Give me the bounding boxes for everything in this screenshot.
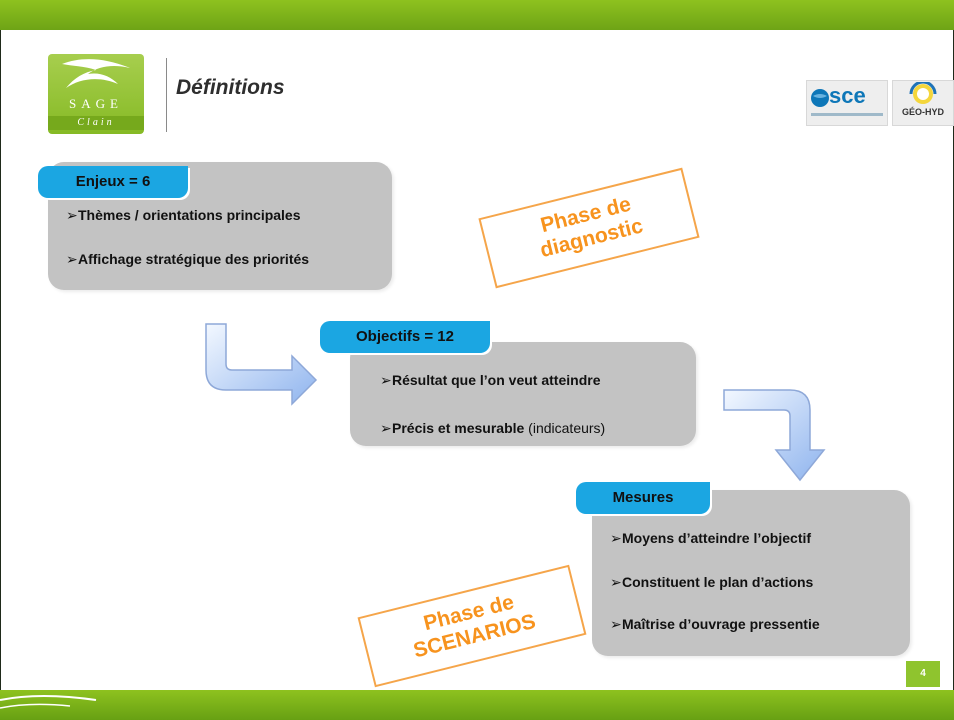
bent-arrow-icon [723, 389, 826, 482]
sce-logo-word: sce [829, 83, 866, 108]
objectifs-card [350, 342, 696, 446]
globe-icon [811, 89, 829, 107]
bottom-banner [0, 690, 954, 720]
phase-diagnostic-stamp: Phase de diagnostic [478, 167, 700, 289]
bullet-arrow-icon: ➢ [380, 420, 392, 436]
enjeux-bullet: ➢Thèmes / orientations principales [66, 207, 301, 223]
globe-icon [909, 82, 937, 104]
mesures-bullet: ➢Maîtrise d’ouvrage pressentie [610, 616, 820, 632]
bent-arrow-icon [205, 323, 318, 406]
objectifs-bullet: ➢Résultat que l’on veut atteindre [380, 372, 601, 388]
objectifs-bullet: ➢Précis et mesurable (indicateurs) [380, 420, 606, 436]
enjeux-tag: Enjeux = 6 [38, 166, 188, 198]
bullet-arrow-icon: ➢ [610, 574, 622, 590]
sce-logo: sce [806, 80, 888, 126]
wave-icon [62, 59, 130, 88]
enjeux-bullet: ➢Affichage stratégique des priorités [66, 251, 310, 267]
bullet-arrow-icon: ➢ [66, 251, 78, 267]
title-divider [166, 58, 167, 132]
swoosh-icon [0, 695, 97, 709]
top-banner [0, 0, 954, 30]
geohyd-logo: GÉO-HYD [892, 80, 954, 126]
sage-logo-word: SAGE [69, 96, 123, 111]
mesures-tag: Mesures [576, 482, 710, 514]
page-number: 4 [906, 661, 940, 687]
objectifs-tag: Objectifs = 12 [320, 321, 490, 353]
sce-logo-tagline [811, 113, 883, 116]
page-title: Définitions [176, 76, 285, 99]
bullet-arrow-icon: ➢ [610, 616, 622, 632]
bullet-arrow-icon: ➢ [66, 207, 78, 223]
bullet-arrow-icon: ➢ [380, 372, 392, 388]
sage-clain-logo: SAGE Clain [48, 54, 144, 134]
mesures-bullet: ➢Constituent le plan d’actions [610, 574, 814, 590]
bullet-arrow-icon: ➢ [610, 530, 622, 546]
phase-scenarios-stamp: Phase de SCENARIOS [357, 564, 587, 688]
mesures-bullet: ➢Moyens d’atteindre l’objectif [610, 530, 812, 546]
sage-logo-sub: Clain [48, 116, 144, 130]
mesures-card [592, 490, 910, 656]
geohyd-logo-word: GÉO-HYD [901, 107, 944, 117]
